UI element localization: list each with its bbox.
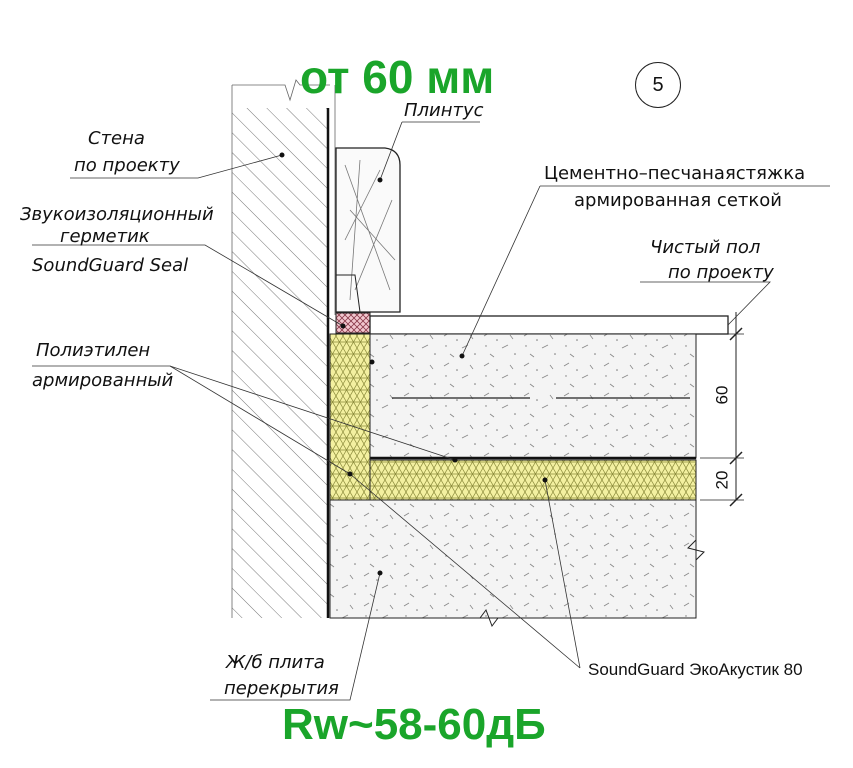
label-slab-2: перекрытия bbox=[224, 678, 339, 699]
label-poly-1: Полиэтилен bbox=[36, 340, 151, 361]
dimension-insulation: 20 bbox=[712, 470, 732, 490]
leader-lines bbox=[32, 121, 830, 701]
dimension-screed: 60 bbox=[712, 385, 732, 405]
label-poly-2: армированный bbox=[32, 370, 174, 391]
wall-hatch bbox=[232, 108, 328, 618]
label-floor-1: Чистый пол bbox=[650, 237, 761, 258]
label-sealant-2: герметик bbox=[60, 226, 150, 247]
title-thickness: от 60 мм bbox=[300, 51, 495, 103]
finish-floor bbox=[369, 315, 729, 335]
label-product: SoundGuard ЭкоАкустик 80 bbox=[588, 660, 803, 679]
concrete-slab bbox=[329, 499, 697, 619]
label-sealant-1: Звукоизоляционный bbox=[20, 204, 214, 225]
label-screed-1: Цементно–песчанаястяжка bbox=[544, 163, 806, 184]
sealant-block bbox=[335, 312, 371, 334]
label-screed-2: армированная сеткой bbox=[574, 190, 782, 211]
label-floor-2: по проекту bbox=[668, 262, 774, 283]
detail-number-badge: 5 bbox=[635, 62, 681, 108]
label-wall-1: Стена bbox=[88, 128, 145, 149]
label-sealant-3: SoundGuard Seal bbox=[32, 255, 189, 276]
label-skirting: Плинтус bbox=[404, 100, 484, 121]
insulation-horizontal bbox=[369, 459, 697, 501]
label-slab-1: Ж/б плита bbox=[226, 652, 325, 673]
label-wall-2: по проекту bbox=[74, 155, 180, 176]
title-sound-rating: Rw~58-60дБ bbox=[282, 700, 546, 749]
screed-layer bbox=[369, 333, 697, 459]
